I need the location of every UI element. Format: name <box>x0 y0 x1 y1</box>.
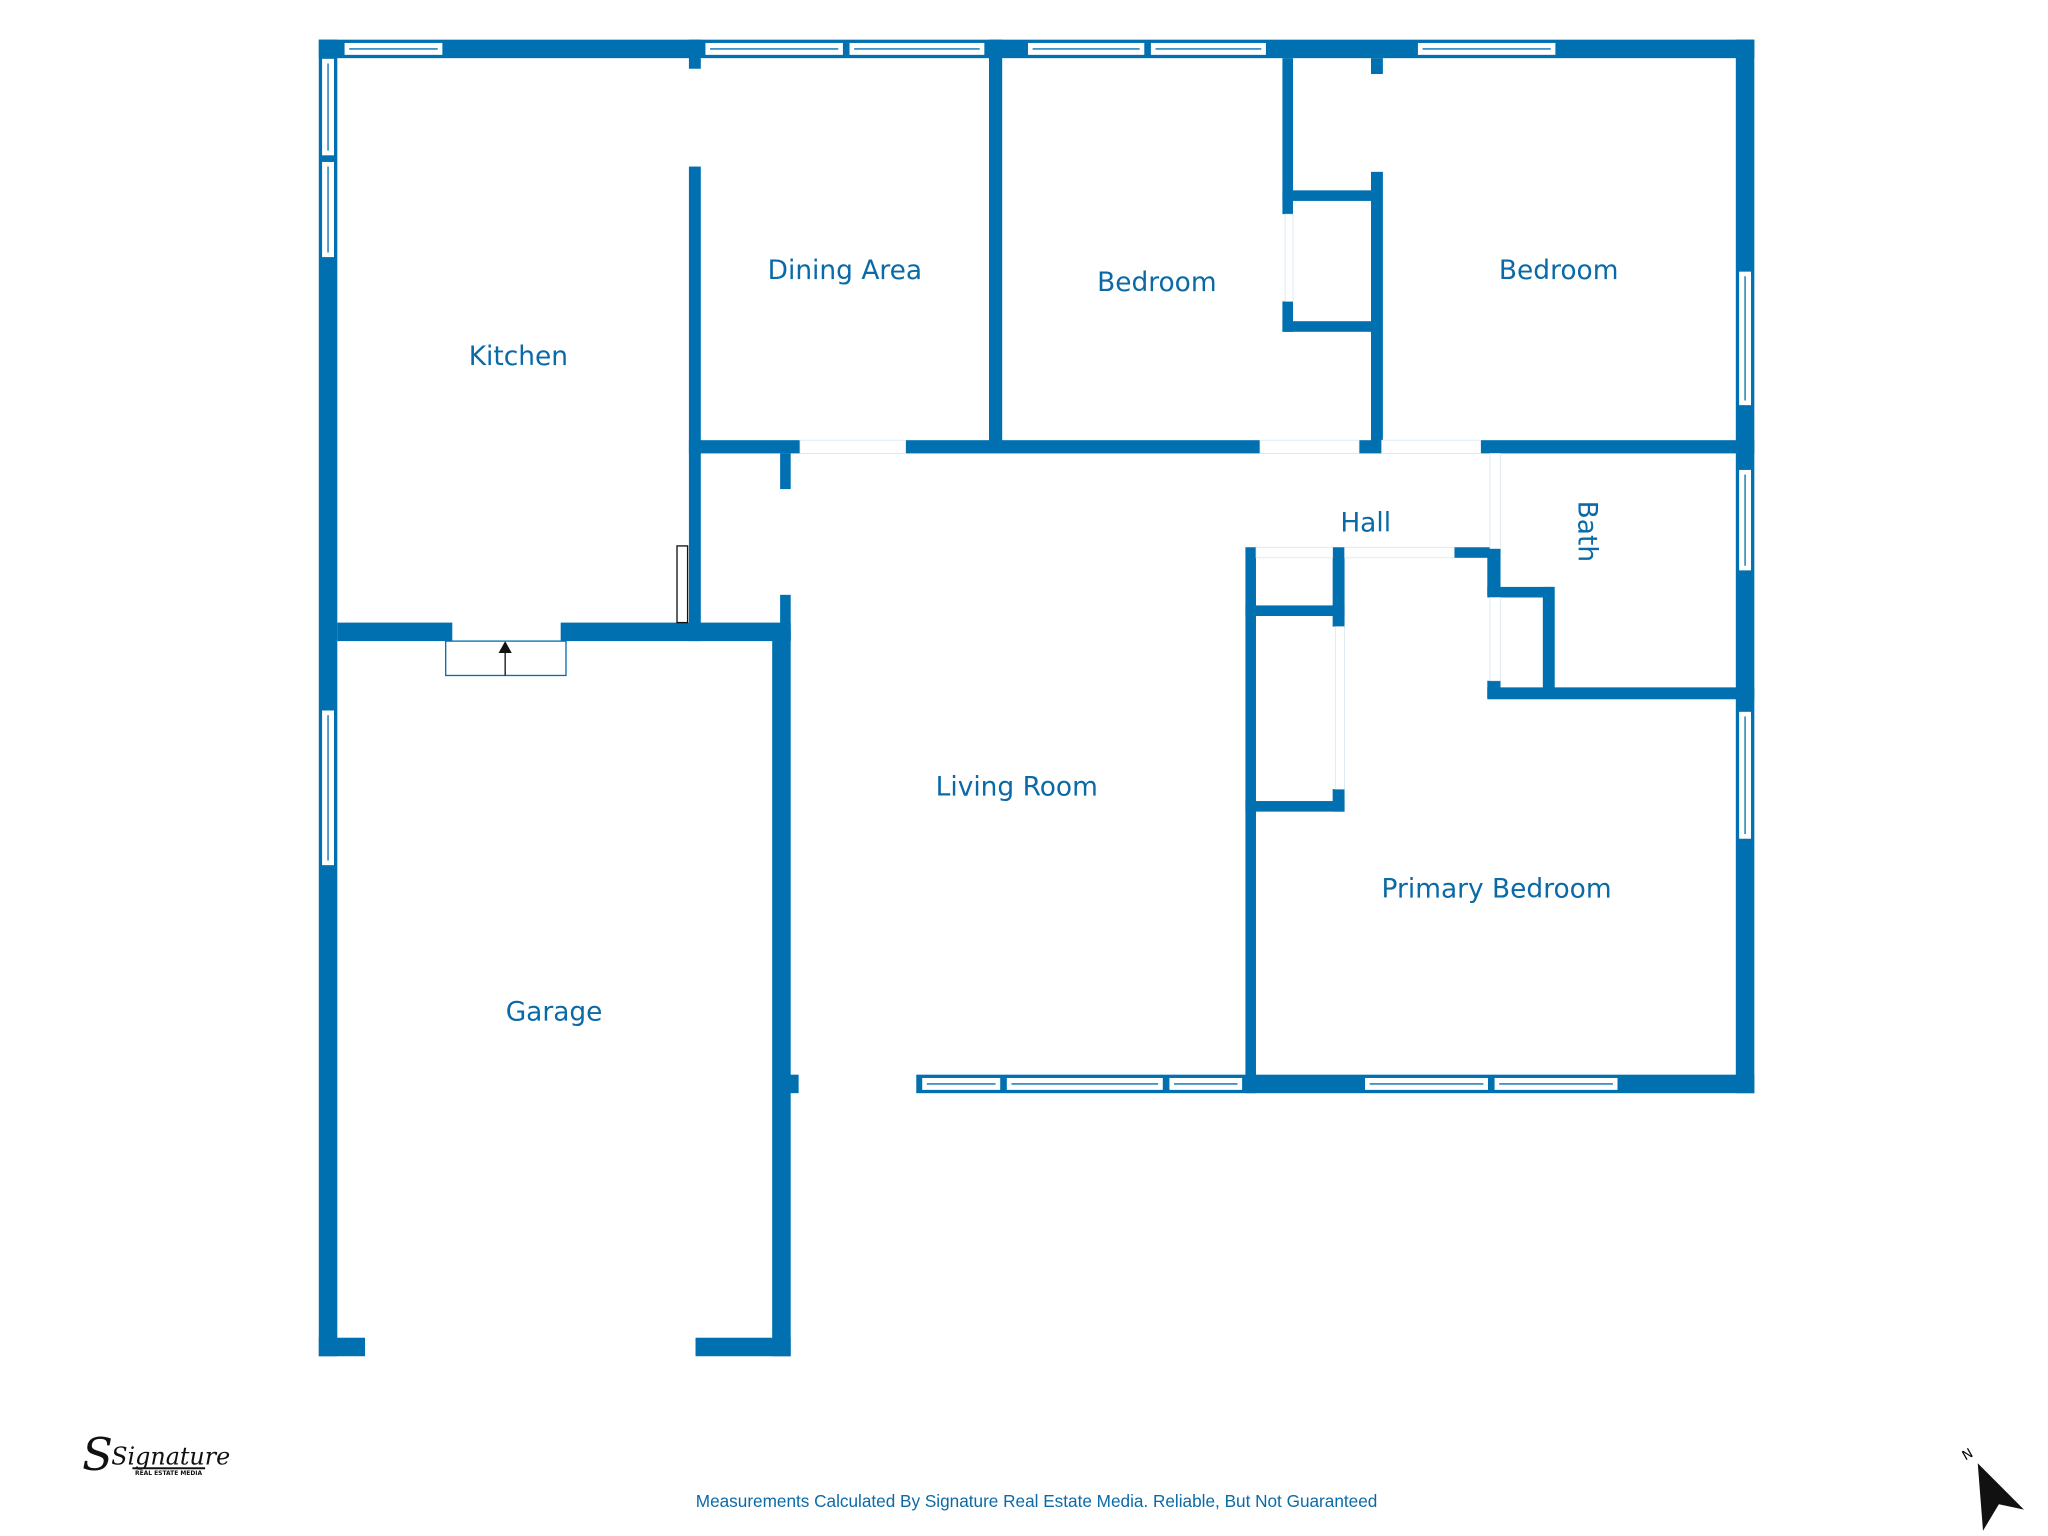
logo: S Signature REAL ESTATE MEDIA <box>82 1428 230 1481</box>
logo-script: S <box>82 1428 113 1481</box>
room-label-bath: Bath <box>1572 501 1603 562</box>
room-label-living: Living Room <box>936 772 1098 803</box>
compass-label: N <box>1960 1446 1976 1464</box>
wall-segment <box>560 622 791 642</box>
wall-segment <box>1245 605 1345 616</box>
logo-script-text: Signature <box>111 1443 230 1471</box>
wall-segment <box>1370 171 1383 450</box>
doorway <box>1334 626 1345 790</box>
wall-segment <box>1487 586 1554 598</box>
wall-segment <box>1245 547 1256 1094</box>
wall-segment <box>1487 687 1755 700</box>
wall-segment <box>1282 190 1375 201</box>
room-label-bedroom-2: Bedroom <box>1499 255 1619 286</box>
step-arrow-icon <box>498 641 512 653</box>
wall-segment <box>1332 789 1345 812</box>
openings <box>799 213 1501 790</box>
windows <box>320 41 1753 1092</box>
wall-segment <box>1370 58 1383 75</box>
logo-subtext: REAL ESTATE MEDIA <box>135 1470 202 1477</box>
room-label-primary-bedroom: Primary Bedroom <box>1382 874 1612 905</box>
doorway <box>1255 546 1333 559</box>
wall-segment <box>1245 801 1345 812</box>
fixtures <box>445 545 689 677</box>
doorway <box>1284 213 1294 302</box>
wall-segment <box>337 622 453 642</box>
room-label-hall: Hall <box>1340 507 1391 538</box>
room-label-kitchen: Kitchen <box>469 341 568 372</box>
wall-segment <box>780 594 791 642</box>
wall-segment <box>1282 321 1375 332</box>
room-label-garage: Garage <box>506 996 603 1027</box>
wall-segment <box>988 39 1003 450</box>
walls <box>318 39 1755 1357</box>
wall-segment <box>780 453 791 490</box>
wall-segment <box>1454 547 1501 558</box>
doorway <box>1259 439 1360 454</box>
wall-segment <box>318 1337 366 1357</box>
wall-segment <box>1542 586 1555 698</box>
room-label-bedroom: Bedroom <box>1097 267 1217 298</box>
doorway <box>799 439 907 454</box>
wall-segment <box>688 39 701 69</box>
doorway <box>1344 546 1455 559</box>
wall-segment <box>1332 547 1345 627</box>
wall-segment <box>688 166 701 642</box>
north-arrow-icon: N <box>1960 1446 2024 1531</box>
wall-segment <box>1487 548 1501 595</box>
doorway <box>1489 597 1501 682</box>
doorway <box>1381 439 1482 454</box>
doorway <box>1489 453 1501 549</box>
wall-segment <box>318 39 338 1357</box>
cabinet-outline <box>676 545 689 624</box>
footer-disclaimer: Measurements Calculated By Signature Rea… <box>696 1491 1378 1511</box>
wall-segment <box>780 1074 799 1094</box>
wall-segment <box>1282 301 1293 332</box>
wall-segment <box>695 1337 791 1357</box>
wall-segment <box>688 440 1755 454</box>
room-label-dining: Dining Area <box>768 255 923 286</box>
wall-segment <box>772 630 791 1357</box>
wall-segment <box>1282 58 1293 215</box>
